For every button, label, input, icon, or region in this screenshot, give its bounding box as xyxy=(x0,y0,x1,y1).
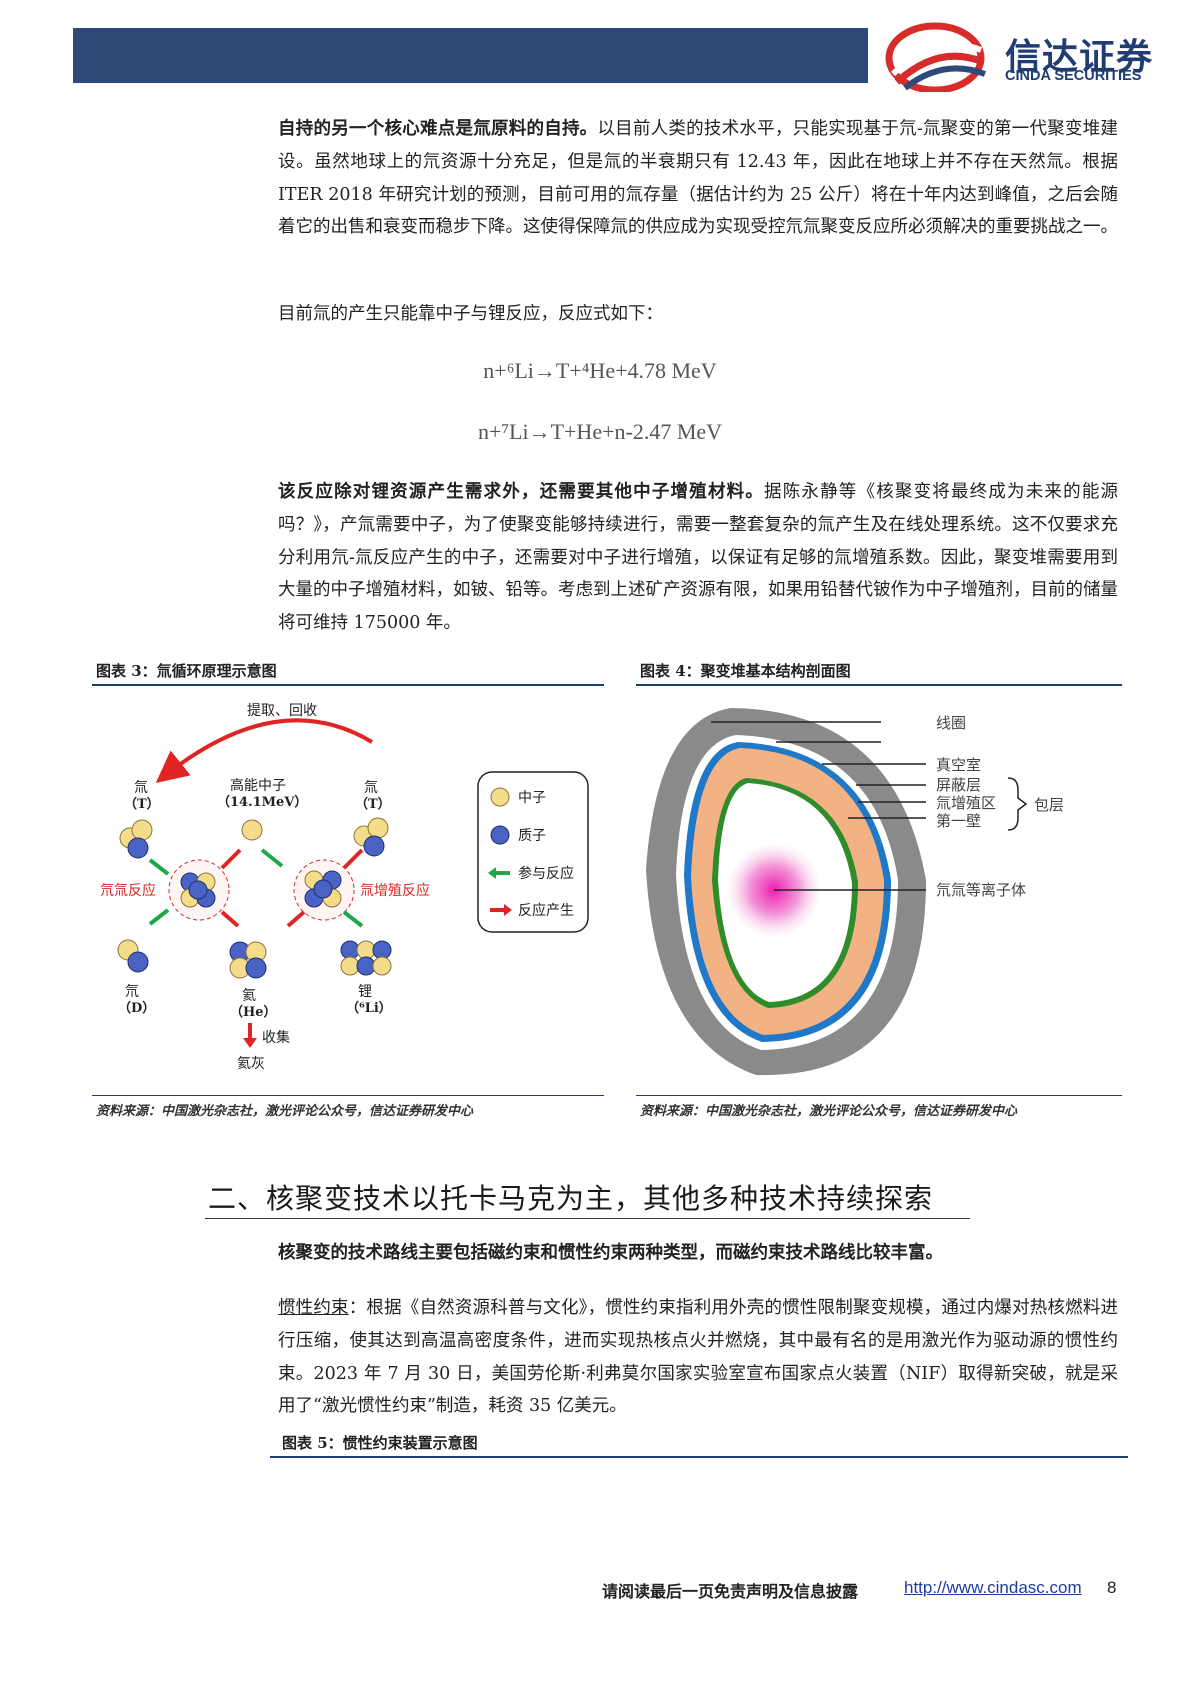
brace-icon xyxy=(1007,777,1028,831)
label-tritium-left-sym: （T） xyxy=(124,796,160,812)
paragraph-term-label: 惯性约束 xyxy=(278,1298,349,1318)
label-dt-reaction: 氘氚反应 xyxy=(100,882,156,899)
label-first-wall: 第一壁 xyxy=(936,812,981,830)
label-tritium-right: 氚 xyxy=(364,780,378,796)
label-deuterium-sym: （D） xyxy=(118,1000,155,1016)
label-breeding-reaction: 氚增殖反应 xyxy=(360,882,430,899)
green-arrow-icon xyxy=(342,910,364,928)
red-arrow-icon xyxy=(220,848,242,870)
footer-disclaimer: 请阅读最后一页免责声明及信息披露 xyxy=(602,1582,859,1601)
helium-cluster-icon xyxy=(229,941,267,979)
label-helium: 氦 xyxy=(242,988,256,1004)
figure3-title: 图表 3：氚循环原理示意图 xyxy=(96,662,277,680)
figure4-bottom-rule xyxy=(636,1095,1122,1096)
label-high-energy-neutron: 高能中子 xyxy=(230,777,286,794)
equation-li7: n+⁷Li→T+He+n-2.47 MeV xyxy=(477,419,723,444)
label-tritium-left: 氚 xyxy=(134,780,148,796)
deuterium-cluster-icon xyxy=(117,939,149,973)
label-coil: 线圈 xyxy=(936,714,966,732)
label-neutron-energy: （14.1MeV） xyxy=(217,794,307,810)
label-collect: 收集 xyxy=(262,1029,290,1046)
logo-mark-icon xyxy=(885,22,987,92)
paragraph-lead-bold: 自持的另一个核心难点是氚原料的自持。 xyxy=(278,119,598,139)
green-arrow-icon xyxy=(148,858,170,876)
equation-li6: n+⁶Li→T+⁴He+4.78 MeV xyxy=(483,358,717,383)
paragraph-lead-bold: 该反应除对锂资源产生需求外，还需要其他中子增殖材料。 xyxy=(278,482,765,502)
label-helium-ash: 氦灰 xyxy=(237,1056,265,1072)
legend-proton-label: 质子 xyxy=(518,828,546,844)
legend-participate-label: 参与反应 xyxy=(518,865,574,882)
label-shield: 屏蔽层 xyxy=(936,776,981,794)
paragraph-tritium-supply: 自持的另一个核心难点是氚原料的自持。以目前人类的技术水平，只能实现基于氘-氚聚变… xyxy=(278,113,1118,244)
figure4-title: 图表 4：聚变堆基本结构剖面图 xyxy=(640,662,851,680)
legend-proton-icon xyxy=(490,825,510,845)
label-plasma: 氘氚等离子体 xyxy=(936,881,1026,899)
section-lead: 核聚变的技术路线主要包括磁约束和惯性约束两种类型，而磁约束技术路线比较丰富。 xyxy=(278,1237,1118,1270)
figure3-top-rule xyxy=(92,684,604,686)
green-arrow-icon xyxy=(260,848,284,868)
paragraph-text: 据陈永静等《核聚变将最终成为未来的能源吗？》，产氚需要中子，为了使聚变能够持续进… xyxy=(278,482,1119,634)
red-arrow-icon xyxy=(220,910,240,928)
figure3-diagram: 提取、回收 氚 （T） 高能中子 （14.1MeV） 氚 （T） 氘氚 xyxy=(92,690,604,1090)
legend-produce-label: 反应产生 xyxy=(518,902,574,919)
label-lithium: 锂 xyxy=(358,984,372,1000)
dt-reaction-nucleus-icon xyxy=(180,872,216,908)
company-logo: 信达证券 CINDA SECURITIES xyxy=(885,22,1185,92)
neutron-icon xyxy=(241,819,263,841)
figure5-title: 图表 5：惯性约束装置示意图 xyxy=(282,1434,478,1452)
section-heading: 二、核聚变技术以托卡马克为主，其他多种技术持续探索 xyxy=(208,1182,934,1215)
paragraph-reaction-intro: 目前氚的产生只能靠中子与锂反应，反应式如下： xyxy=(278,304,663,324)
figure3-bottom-rule xyxy=(92,1095,604,1096)
figure5-top-rule xyxy=(270,1456,1128,1458)
legend-neutron-icon xyxy=(490,787,510,807)
logo-english-name: CINDA SECURITIES xyxy=(1005,68,1142,84)
header-bar xyxy=(73,28,868,83)
red-arrow-icon xyxy=(342,848,364,870)
figure3-source: 资料来源：中国激光杂志社，激光评论公众号，信达证券研发中心 xyxy=(96,1104,474,1119)
tritium-left-cluster-icon xyxy=(119,819,153,859)
paragraph-inertial-confinement: 惯性约束：根据《自然资源科普与文化》，惯性约束指利用外壳的惯性限制聚变规模，通过… xyxy=(278,1292,1118,1423)
label-extract: 提取、回收 xyxy=(247,703,317,719)
label-breeding-zone: 氚增殖区 xyxy=(936,794,996,812)
figure4-source: 资料来源：中国激光杂志社，激光评论公众号，信达证券研发中心 xyxy=(640,1104,1018,1119)
page-footer: 请阅读最后一页免责声明及信息披露 http://www.cindasc.com … xyxy=(0,1578,1200,1608)
footer-website-link[interactable]: http://www.cindasc.com xyxy=(904,1578,1082,1597)
section-heading-rule xyxy=(205,1218,970,1219)
green-arrow-icon xyxy=(148,908,170,926)
red-arrow-icon xyxy=(286,910,306,928)
label-lithium-sym: （⁶Li） xyxy=(346,1000,392,1016)
legend-box xyxy=(477,771,589,933)
paragraph-text: ：根据《自然资源科普与文化》，惯性约束指利用外壳的惯性限制聚变规模，通过内爆对热… xyxy=(278,1298,1119,1417)
label-deuterium: 氘 xyxy=(125,984,139,1000)
label-vacuum-chamber: 真空室 xyxy=(936,756,981,774)
figure4-diagram: 线圈 真空室 屏蔽层 氚增殖区 第一壁 包层 氘氚等离子体 xyxy=(636,690,1122,1090)
section-lead-bold: 核聚变的技术路线主要包括磁约束和惯性约束两种类型，而磁约束技术路线比较丰富。 xyxy=(278,1243,943,1263)
recycle-arrow-icon xyxy=(155,718,374,784)
legend-neutron-label: 中子 xyxy=(518,790,546,806)
figure4-top-rule xyxy=(636,684,1122,686)
label-tritium-right-sym: （T） xyxy=(355,796,391,812)
paragraph-text: 以目前人类的技术水平，只能实现基于氘-氚聚变的第一代聚变堆建设。虽然地球上的氘资… xyxy=(278,119,1118,238)
tritium-right-cluster-icon xyxy=(353,817,389,857)
breeding-reaction-nucleus-icon xyxy=(304,870,342,908)
label-helium-sym: （He） xyxy=(230,1004,277,1020)
label-blanket: 包层 xyxy=(1034,796,1064,814)
lithium-cluster-icon xyxy=(340,940,392,976)
paragraph-neutron-multiplier: 该反应除对锂资源产生需求外，还需要其他中子增殖材料。据陈永静等《核聚变将最终成为… xyxy=(278,476,1118,640)
logo-chinese-name: 信达证券 xyxy=(1005,37,1154,78)
footer-page-number: 8 xyxy=(1107,1578,1117,1597)
